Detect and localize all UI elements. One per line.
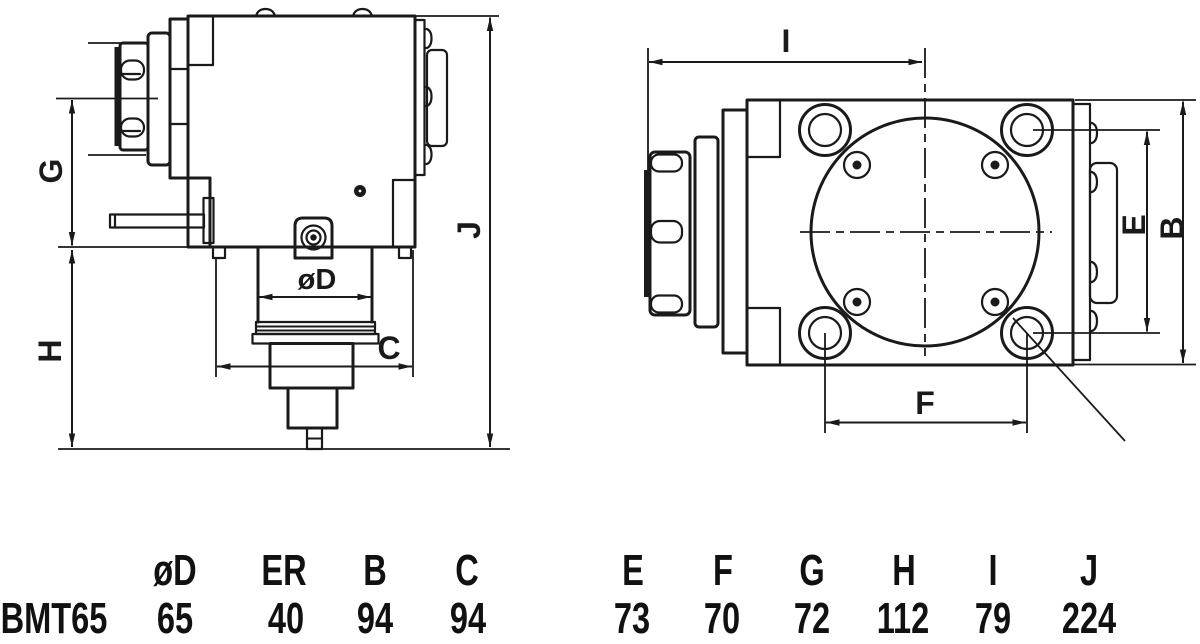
table-value-h: 112 [876,594,930,643]
clamp-boss [293,216,334,260]
table-header-f: F [713,546,733,595]
nut-slot [119,59,146,81]
table-header-b: B [363,546,387,595]
dimension-drawing: G H J øD C [32,7,1196,451]
collet-nut-rim-front [644,170,651,297]
top-lug-right [351,7,374,18]
dim-label-j: J [451,221,487,239]
dim-label-g: G [33,159,69,184]
side-body [186,14,417,249]
table-header-i: I [988,546,998,595]
collet-nut-rim [114,47,121,146]
table-header-j: J [1079,546,1099,595]
key-plate-front [1088,161,1119,305]
dim-label-e: E [1116,214,1152,235]
side-view: G H J øD C [32,7,510,451]
dim-label-d: øD [298,264,337,296]
dim-label-i: I [782,23,791,59]
key-strip-front [1071,102,1092,362]
front-view: I E B F [644,23,1196,442]
coolant-pin [108,213,206,229]
table-header-h: H [892,546,916,595]
table-row-label: BMT65 [0,594,108,643]
table-header-g: G [799,546,825,595]
table-header-c: C [455,546,479,595]
key-plate [425,48,449,148]
table-header-od: øD [153,546,197,595]
dim-label-b: B [1154,216,1190,239]
table-value-er: 40 [267,594,305,643]
nut-slot [119,117,146,138]
face-screws [842,150,1010,317]
table-value-i: 79 [974,594,1012,643]
table-value-f: 70 [703,594,741,643]
key-strip [413,18,426,177]
table-value-c: 94 [449,594,487,643]
table-header-er: ER [261,546,307,595]
nut-slot [649,219,684,244]
table-value-e: 73 [613,594,651,643]
collet-holder-front [693,135,720,329]
dim-label-c: C [377,330,400,366]
housing-plate [168,17,190,180]
table-header-e: E [622,546,644,595]
table-value-g: 72 [793,594,831,643]
nut-slot [649,294,684,314]
table-value-b: 94 [356,594,394,643]
collet-nut-front [648,150,692,317]
dim-label-h: H [32,339,68,362]
nut-slot [649,153,684,173]
table-value-j: 224 [1061,594,1117,643]
dim-label-f: F [915,385,935,421]
leader-line [1012,317,1126,442]
table-value-od: 65 [156,594,194,643]
top-lug-left [254,7,277,18]
adapter-plate [721,108,749,355]
